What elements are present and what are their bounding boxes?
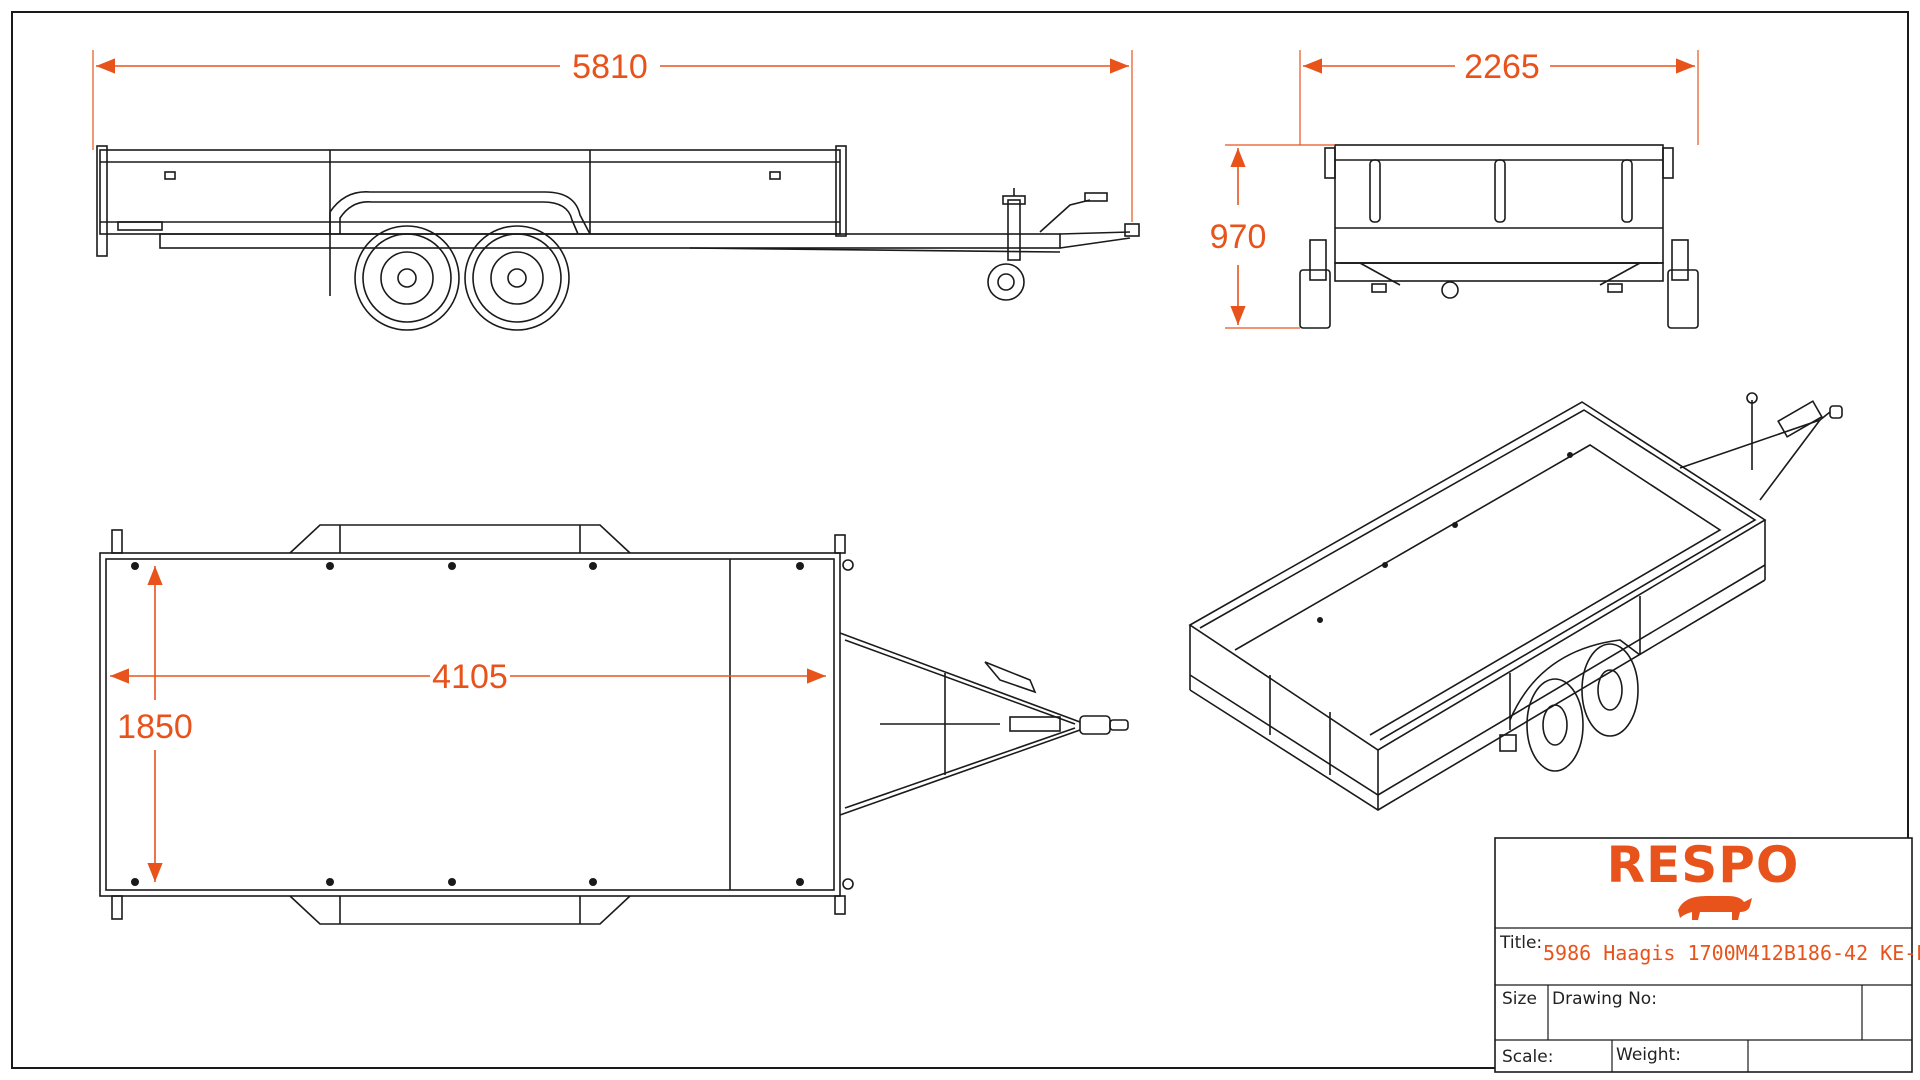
rear-view [1299,144,1699,329]
dim-label-top-length: 4105 [432,658,508,696]
dim-top-width: 1850 [117,566,193,882]
side-view [96,145,1140,331]
dim-top-length: 4105 [109,658,826,696]
scale-label: Scale: [1502,1047,1553,1067]
dim-rear-width: 2265 [1299,48,1699,145]
brand-name: RESPO [1607,836,1800,894]
dim-label-rear-width: 2265 [1464,48,1540,86]
bull-logo-icon [1678,896,1752,920]
isometric-view [1188,392,1843,811]
size-label: Size [1502,989,1537,1009]
dim-side-length: 5810 [92,48,1133,222]
dim-label-side-length: 5810 [572,48,648,86]
weight-label: Weight: [1616,1045,1681,1065]
title-value: 5986 Haagis 1700M412B186-42 KE-EU1- [1543,941,1920,965]
top-view [99,524,1129,925]
dim-label-rear-height: 970 [1210,218,1267,256]
drawing-no-label: Drawing No: [1552,989,1657,1009]
sheet-border [11,11,1909,1069]
top-view-bolts [131,562,804,886]
dim-rear-height: 970 [1210,144,1335,329]
dim-label-top-width: 1850 [117,708,193,746]
title-label: Title: [1499,933,1542,953]
title-block: RESPO Title: 5986 Haagis 1700M412B186-42… [1494,836,1920,1073]
isometric-bolts [1317,452,1573,623]
